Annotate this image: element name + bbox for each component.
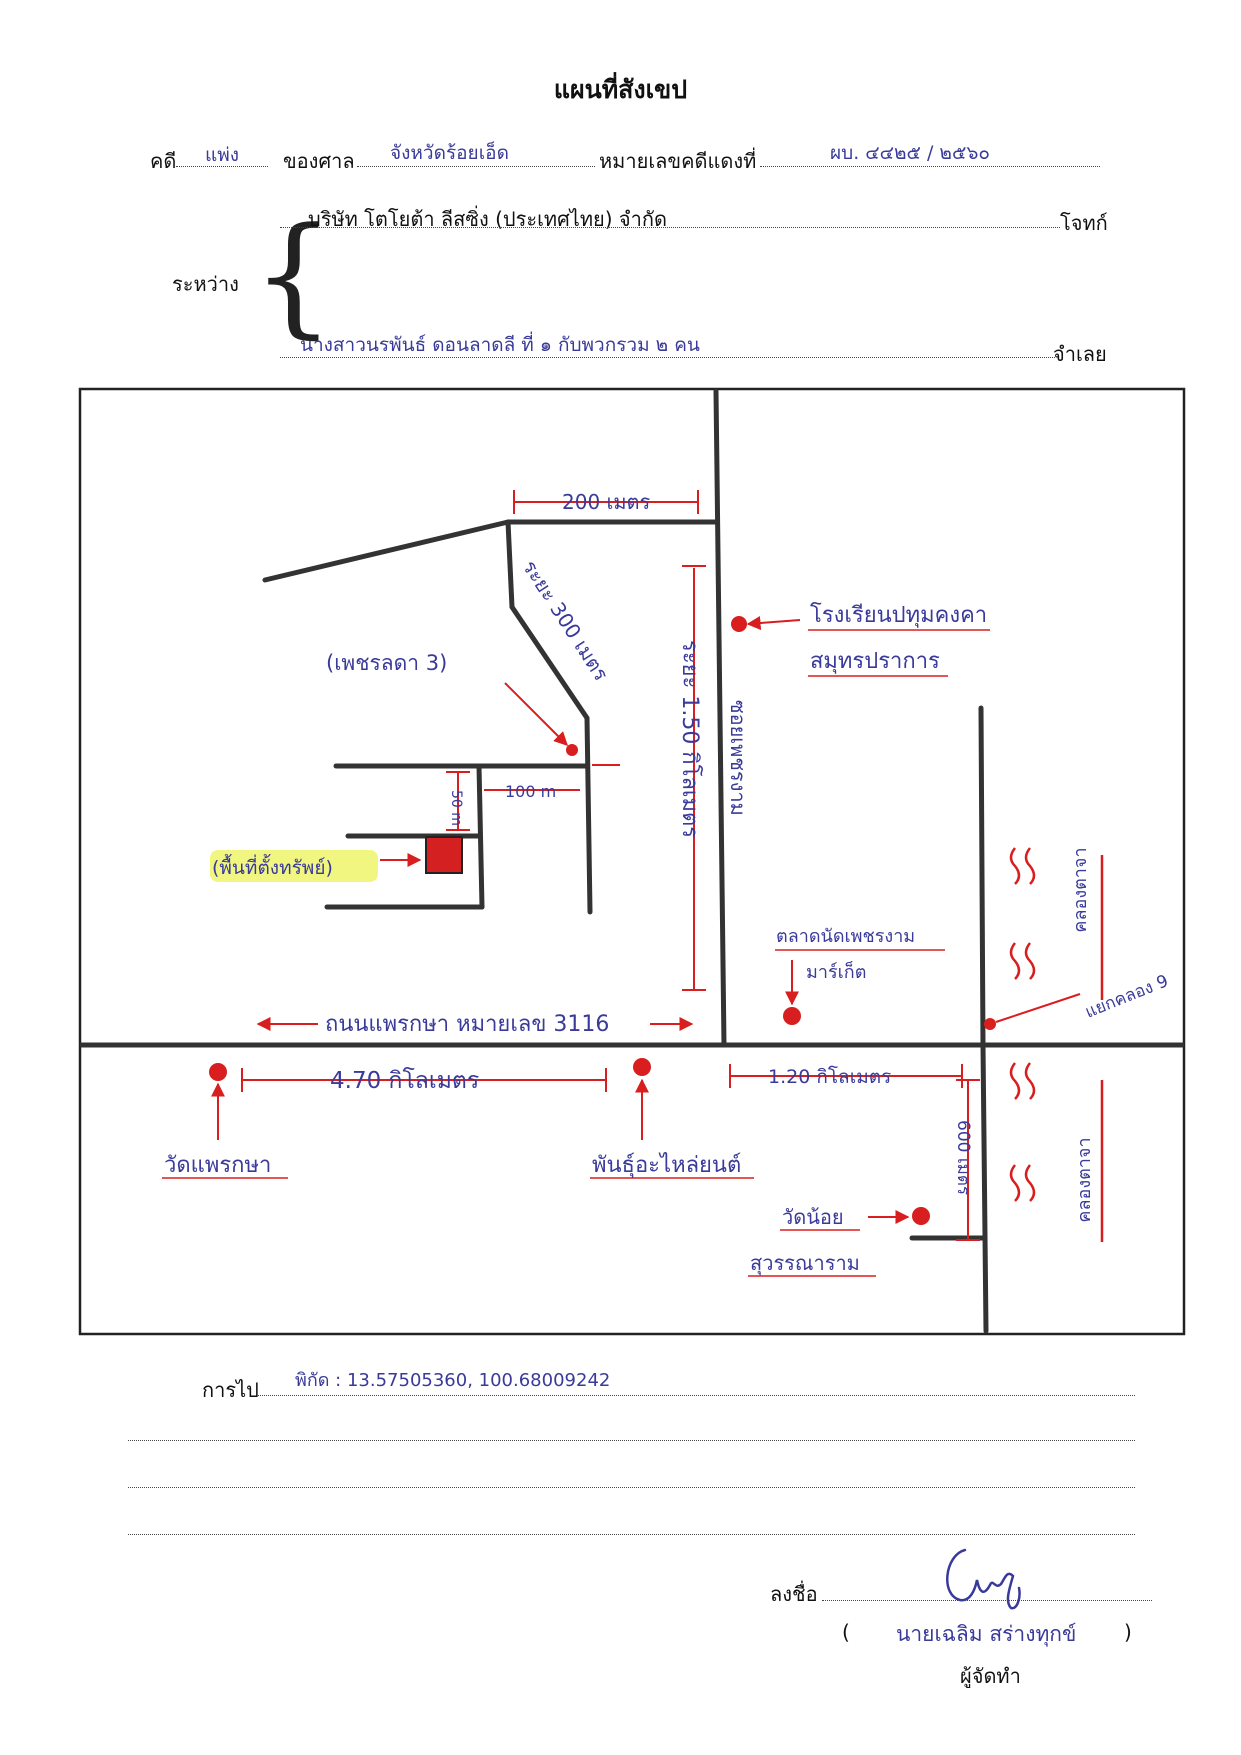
location-markers	[209, 616, 996, 1225]
temple2-label-2: สุวรรณาราม	[750, 1251, 860, 1276]
temple2-marker	[912, 1207, 930, 1225]
canal-road-north	[978, 705, 986, 1048]
dist-50m-label: 50 m	[448, 790, 464, 826]
temple2-label-1: วัดน้อย	[782, 1205, 844, 1229]
roads	[79, 388, 1185, 1334]
bracket-icon: {	[252, 199, 335, 351]
school-label-1: โรงเรียนปทุมคงคา	[810, 602, 987, 628]
court-label: ของศาล	[283, 149, 355, 173]
soi-phetngam-label: ซอยเพชรงาม	[726, 700, 750, 816]
dist-4-70km-label: 4.70 กิโลเมตร	[330, 1067, 479, 1094]
road-label: ถนนแพรกษา หมายเลข 3116	[325, 1012, 609, 1037]
signature-image	[946, 1548, 1021, 1610]
school-label-2: สมุทรปราการ	[810, 649, 940, 674]
dist-600m-label: 600 เมตร	[953, 1120, 973, 1195]
canal-label-top: คลองตาจา	[1070, 847, 1091, 932]
dist-1-20km-label: 1.20 กิโลเมตร	[768, 1065, 891, 1088]
village-main-road	[584, 715, 593, 915]
property-marker	[425, 836, 463, 874]
village-label: (เพชรลดา 3)	[326, 651, 447, 675]
village-marker	[566, 744, 578, 756]
dist-300m-label: ระยะ 300 เมตร	[518, 556, 614, 686]
dist-1-50km-label: ระยะ 1.50 กิโลเมตร	[677, 640, 703, 838]
junction-label: แยกคลอง 9	[1082, 971, 1171, 1022]
coordinates-text: พิกัด : 13.57505360, 100.68009242	[295, 1370, 611, 1391]
junction-pointer	[995, 993, 1081, 1023]
case-label: คดี	[150, 149, 177, 173]
signer-name: นายเฉลิม สร่างทุกข์	[896, 1622, 1077, 1646]
temple1-marker	[209, 1063, 227, 1081]
market-marker	[783, 1007, 801, 1025]
market-label-2: มาร์เก็ต	[806, 960, 866, 983]
case-value: แพ่ง	[205, 144, 240, 166]
junction-marker	[984, 1018, 996, 1030]
dist-100m-label: 100 m	[505, 782, 556, 801]
page-title: แผนที่สังเขป	[553, 75, 688, 104]
soi-phetngam-road	[713, 388, 727, 1048]
village-pointer	[504, 682, 568, 746]
property-label-highlight	[210, 850, 378, 882]
road-300m	[505, 519, 590, 721]
map-frame	[78, 387, 1186, 1336]
directions-label: การไป	[202, 1378, 259, 1402]
canal-road-south	[980, 1042, 989, 1334]
court-value: จังหวัดร้อยเอ็ด	[390, 142, 509, 164]
signer-role: ผู้จัดทำ	[960, 1664, 1021, 1688]
red-case-number-value: ผบ. ๔๔๒๕ / ๒๕๖๐	[830, 142, 990, 164]
dist-200m-top-label: 200 เมตร	[562, 490, 651, 514]
canal-label-bottom: คลองตาจา	[1074, 1137, 1095, 1222]
road-northwest	[262, 519, 511, 583]
school-marker	[731, 616, 747, 632]
sign-label: ลงชื่อ	[770, 1582, 818, 1606]
between-label: ระหว่าง	[172, 272, 239, 296]
red-case-number-label: หมายเลขคดีแดงที่	[599, 149, 757, 173]
defendant-name: นางสาวนรพันธ์ ดอนลาดลี ที่ ๑ กับพวกรวม ๒…	[300, 334, 700, 356]
market-label-1: ตลาดนัดเพชรงาม	[776, 926, 915, 947]
temple1-label: วัดแพรกษา	[164, 1153, 271, 1178]
shop-label: พันธุ์อะไหล่ยนต์	[592, 1152, 741, 1178]
shop-marker	[633, 1058, 651, 1076]
school-pointer	[746, 616, 801, 631]
defendant-label: จำเลย	[1053, 342, 1107, 366]
plaintiff-label: โจทก์	[1060, 211, 1108, 235]
canal-symbols	[1009, 847, 1104, 1242]
property-label: (พื้นที่ตั้งทรัพย์)	[212, 854, 333, 879]
